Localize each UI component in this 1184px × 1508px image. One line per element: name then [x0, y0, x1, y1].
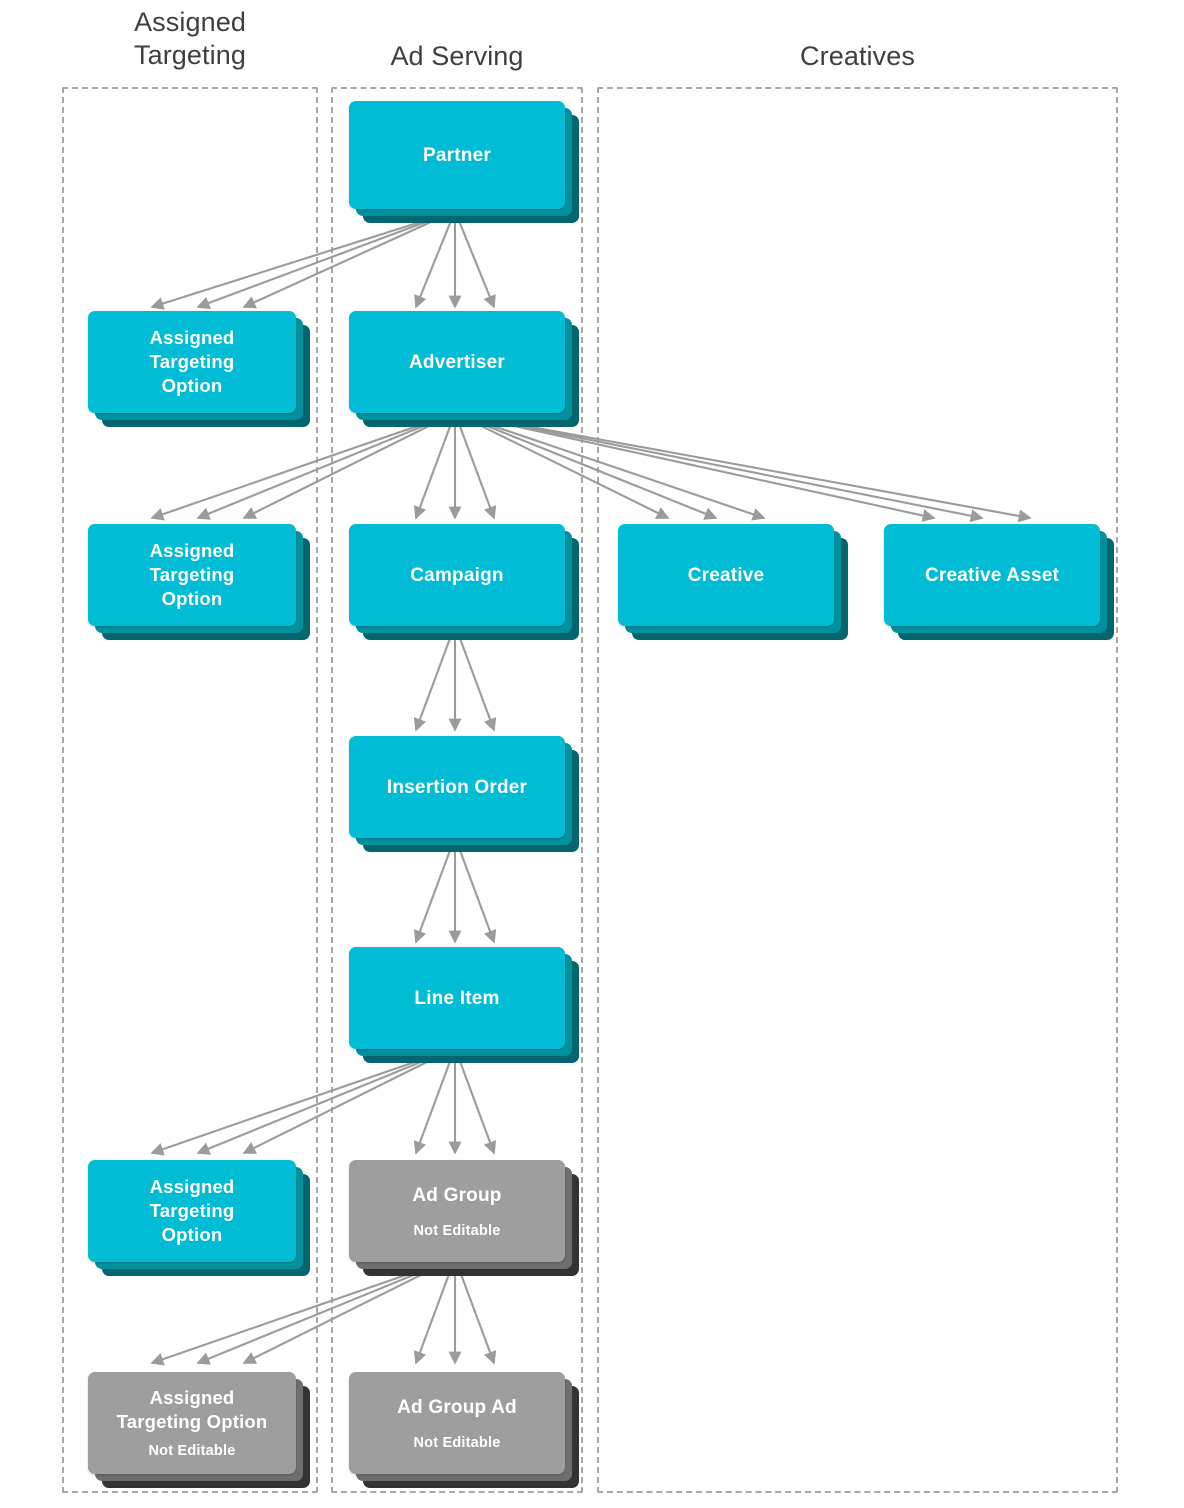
- node-body[interactable]: Line Item: [349, 947, 565, 1049]
- node-title-line: Targeting Option: [116, 1411, 268, 1432]
- node-title-line: Targeting: [149, 564, 235, 585]
- column-header-line: Assigned: [134, 7, 246, 37]
- node-body[interactable]: Creative: [618, 524, 834, 626]
- node-title-line: Option: [161, 588, 223, 609]
- node-advertiser[interactable]: Advertiser: [349, 311, 579, 427]
- node-title-line: Targeting: [149, 351, 235, 372]
- node-title-line: Targeting: [149, 1200, 235, 1221]
- column-header-line: Creatives: [800, 41, 915, 71]
- node-campaign[interactable]: Campaign: [349, 524, 579, 640]
- node-title: Creative: [687, 564, 765, 586]
- node-ato-partner[interactable]: Assigned Targeting Option: [88, 311, 310, 427]
- node-title-line: Option: [161, 375, 223, 396]
- column-header-creatives: Creatives: [597, 40, 1118, 73]
- node-title: Advertiser: [409, 351, 505, 373]
- node-ato-advertiser[interactable]: Assigned Targeting Option: [88, 524, 310, 640]
- node-title-line: Assigned: [149, 1176, 235, 1197]
- node-insertion-order[interactable]: Insertion Order: [349, 736, 579, 852]
- node-title: Ad Group Ad: [397, 1396, 517, 1418]
- node-line-item[interactable]: Line Item: [349, 947, 579, 1063]
- node-title-line: Option: [161, 1224, 223, 1245]
- node-title: Creative Asset: [924, 564, 1060, 586]
- column-header-line: Targeting: [134, 40, 246, 70]
- not-editable-badge: Not Editable: [413, 1222, 501, 1239]
- node-title: Campaign: [410, 564, 504, 586]
- column-header-ad-serving: Ad Serving: [331, 40, 583, 73]
- node-body[interactable]: Assigned Targeting Option Not Editable: [88, 1372, 296, 1474]
- node-body[interactable]: Assigned Targeting Option: [88, 524, 296, 626]
- node-title-line: Assigned: [149, 327, 235, 348]
- lane-assigned-targeting: [62, 87, 318, 1493]
- node-body[interactable]: Ad Group Ad Not Editable: [349, 1372, 565, 1474]
- not-editable-badge: Not Editable: [413, 1434, 501, 1451]
- node-creative-asset[interactable]: Creative Asset: [884, 524, 1114, 640]
- lane-ad-serving: [331, 87, 583, 1493]
- column-header-line: Ad Serving: [390, 41, 524, 71]
- node-body[interactable]: Assigned Targeting Option: [88, 311, 296, 413]
- not-editable-badge: Not Editable: [148, 1443, 236, 1459]
- node-title-line: Assigned: [149, 540, 235, 561]
- node-ato-line-item[interactable]: Assigned Targeting Option: [88, 1160, 310, 1276]
- node-body[interactable]: Partner: [349, 101, 565, 209]
- node-ad-group-ad[interactable]: Ad Group Ad Not Editable: [349, 1372, 579, 1488]
- node-partner[interactable]: Partner: [349, 101, 579, 223]
- node-body[interactable]: Insertion Order: [349, 736, 565, 838]
- node-ad-group[interactable]: Ad Group Not Editable: [349, 1160, 579, 1276]
- column-header-assigned-targeting: Assigned Targeting: [62, 6, 318, 72]
- node-body[interactable]: Advertiser: [349, 311, 565, 413]
- node-body[interactable]: Creative Asset: [884, 524, 1100, 626]
- node-title: Insertion Order: [386, 776, 528, 798]
- node-title: Partner: [423, 144, 491, 166]
- node-ato-ad-group[interactable]: Assigned Targeting Option Not Editable: [88, 1372, 310, 1488]
- node-title: Line Item: [414, 987, 500, 1009]
- node-body[interactable]: Assigned Targeting Option: [88, 1160, 296, 1262]
- node-body[interactable]: Campaign: [349, 524, 565, 626]
- lane-creatives: [597, 87, 1118, 1493]
- node-title: Ad Group: [412, 1184, 502, 1206]
- node-title-line: Assigned: [149, 1387, 235, 1408]
- node-creative[interactable]: Creative: [618, 524, 848, 640]
- node-body[interactable]: Ad Group Not Editable: [349, 1160, 565, 1262]
